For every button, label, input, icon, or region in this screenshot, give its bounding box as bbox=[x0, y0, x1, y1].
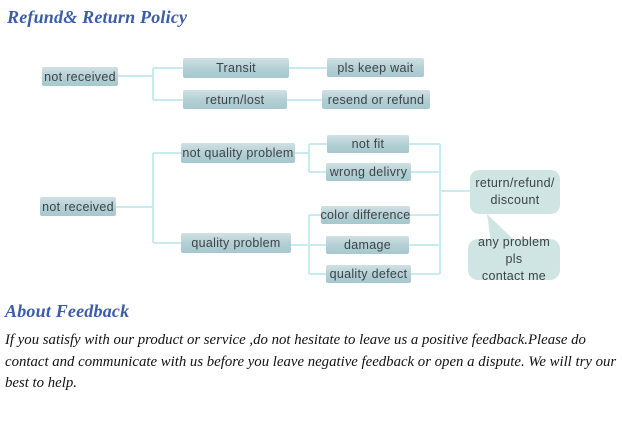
node-transit: Transit bbox=[183, 58, 289, 78]
node-quality-defect: quality defect bbox=[326, 265, 411, 283]
node-resend-or-refund: resend or refund bbox=[322, 90, 430, 109]
node-not-received-2: not received bbox=[40, 197, 116, 216]
node-return-refund-discount: return/refund/ discount bbox=[470, 170, 560, 214]
node-damage: damage bbox=[326, 236, 409, 254]
node-return-lost: return/lost bbox=[183, 90, 287, 109]
node-not-received-1: not received bbox=[42, 67, 118, 86]
node-color-difference: color difference bbox=[320, 206, 411, 224]
feedback-paragraph: If you satisfy with our product or servi… bbox=[5, 332, 617, 392]
page-title: Refund& Return Policy bbox=[7, 7, 188, 27]
speech-bubble-contact: any problem pls contact me bbox=[468, 235, 560, 283]
node-not-fit: not fit bbox=[327, 135, 409, 153]
feedback-heading: About Feedback bbox=[5, 301, 130, 321]
node-pls-keep-wait: pls keep wait bbox=[327, 58, 424, 77]
node-not-quality-problem: not quality problem bbox=[181, 143, 295, 163]
speech-bubble-tail bbox=[487, 214, 516, 242]
node-quality-problem: quality problem bbox=[181, 233, 291, 253]
node-wrong-delivry: wrong delivry bbox=[326, 163, 411, 181]
